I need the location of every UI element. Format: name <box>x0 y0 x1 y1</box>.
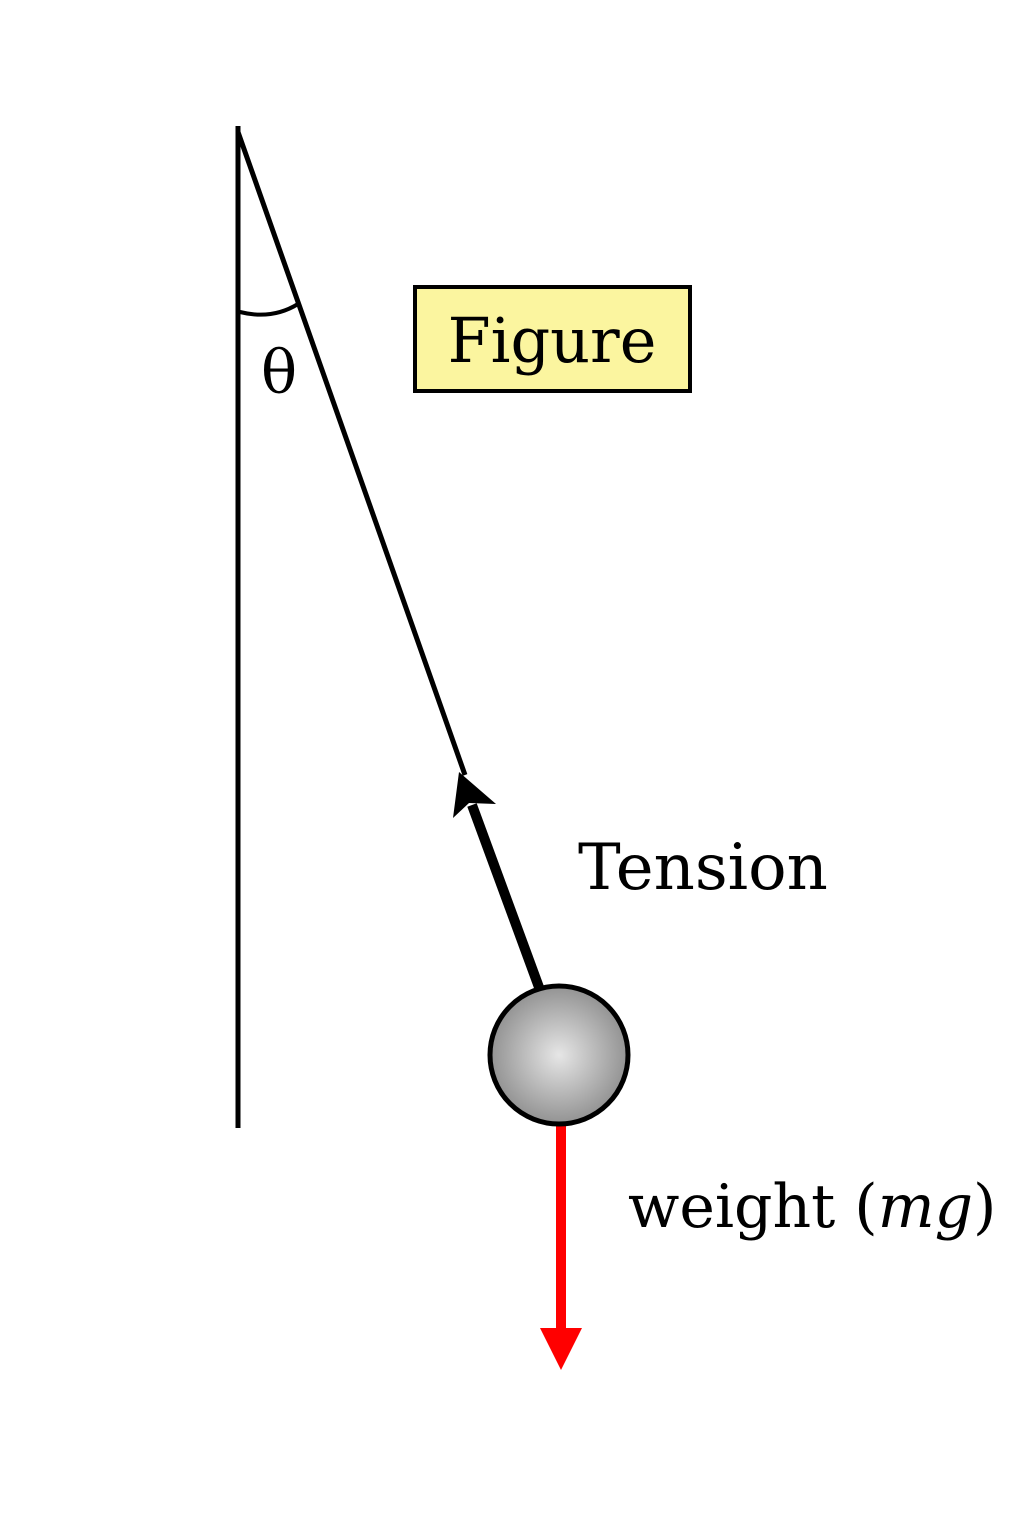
figure-label-background <box>413 285 692 393</box>
pendulum-string <box>235 131 468 776</box>
tension-label: Tension <box>578 831 828 905</box>
figure-label-text: Figure <box>448 304 657 377</box>
weight-label-symbol: mg <box>878 1172 973 1242</box>
weight-label-suffix: ) <box>973 1172 996 1242</box>
tension-arrow-head <box>453 772 496 818</box>
angle-label: θ <box>261 338 297 408</box>
weight-arrow-head <box>540 1328 582 1370</box>
weight-label: weight (mg) <box>628 1172 996 1242</box>
pendulum-bob <box>487 983 631 1127</box>
weight-label-prefix: weight ( <box>628 1172 878 1242</box>
tension-arrow-shaft <box>467 803 545 992</box>
angle-arc <box>239 302 300 317</box>
figure-label-box: Figure <box>413 285 692 393</box>
